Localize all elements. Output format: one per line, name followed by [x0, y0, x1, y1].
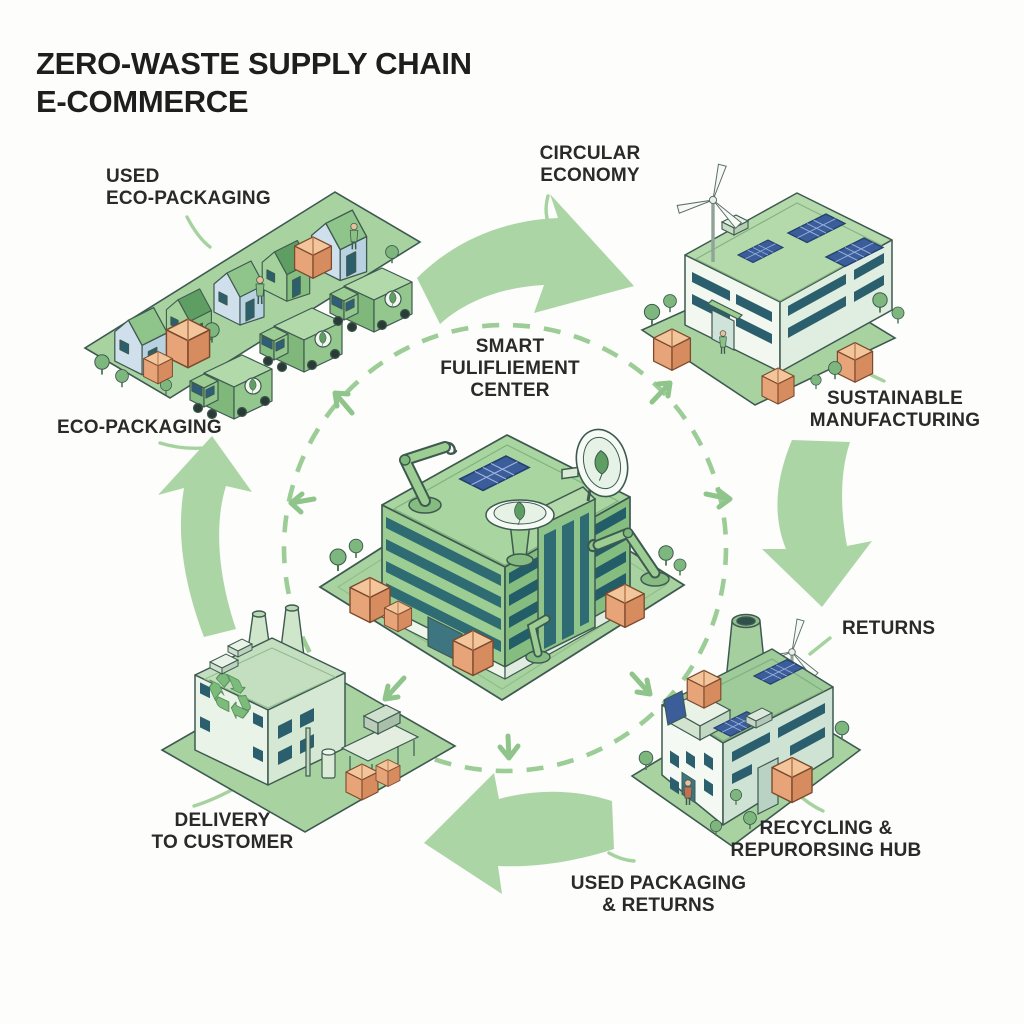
- dashed-cycle-ring: [281, 322, 729, 774]
- label-eco-packaging: ECO-PACKAGING: [57, 417, 222, 438]
- label-returns: RETURNS: [842, 618, 936, 639]
- cardboard-box-icon: [383, 600, 413, 633]
- flow-arrow-left: [158, 436, 252, 637]
- label-smart-fulfillment-center: SMART FULIFLIEMENT CENTER: [440, 336, 580, 402]
- cardboard-box-icon: [652, 328, 692, 371]
- cardboard-box-icon: [143, 350, 173, 385]
- illustration-neighborhood: [83, 191, 422, 419]
- robotic-arm-icon: [525, 614, 551, 664]
- illustration-delivery-facility: ♻: [160, 604, 457, 833]
- illustration-recycling-hub: [630, 613, 862, 847]
- illustration-fulfillment-center: [318, 428, 687, 702]
- cardboard-box-icon: [293, 236, 333, 279]
- robotic-arm-icon: [399, 441, 458, 514]
- cardboard-box-icon: [686, 669, 722, 709]
- flow-arrow-top: [417, 194, 634, 324]
- cardboard-box-icon: [836, 341, 874, 383]
- cardboard-box-icon: [605, 583, 645, 629]
- cardboard-box-icon: [375, 759, 401, 787]
- page-title: ZERO-WASTE SUPPLY CHAIN E-COMMERCE: [36, 45, 472, 119]
- label-delivery-to-customer: DELIVERY TO CUSTOMER: [151, 810, 294, 854]
- cardboard-box-icon: [771, 756, 813, 804]
- label-used-packaging-returns: USED PACKAGING & RETURNS: [570, 873, 747, 917]
- robotic-arm-icon: [586, 527, 670, 587]
- satellite-dish-icon: [485, 499, 555, 567]
- satellite-dish-icon: [575, 428, 629, 502]
- flow-arrow-bottom: [424, 773, 614, 894]
- cycle-direction-arrows: [288, 380, 733, 761]
- label-sustainable-manufacturing: SUSTAINABLE MANUFACTURING: [809, 388, 981, 432]
- cardboard-box-icon: [345, 763, 379, 801]
- illustration-sustainable-factory: [640, 162, 905, 406]
- label-recycling-repurposing-hub: RECYCLING & REPURORSING HUB: [730, 818, 922, 862]
- label-used-eco-packaging: USED ECO-PACKAGING: [106, 166, 271, 210]
- label-circular-economy: CIRCULAR ECONOMY: [539, 143, 641, 187]
- cardboard-box-icon: [452, 629, 494, 677]
- flow-arrow-right: [762, 440, 872, 607]
